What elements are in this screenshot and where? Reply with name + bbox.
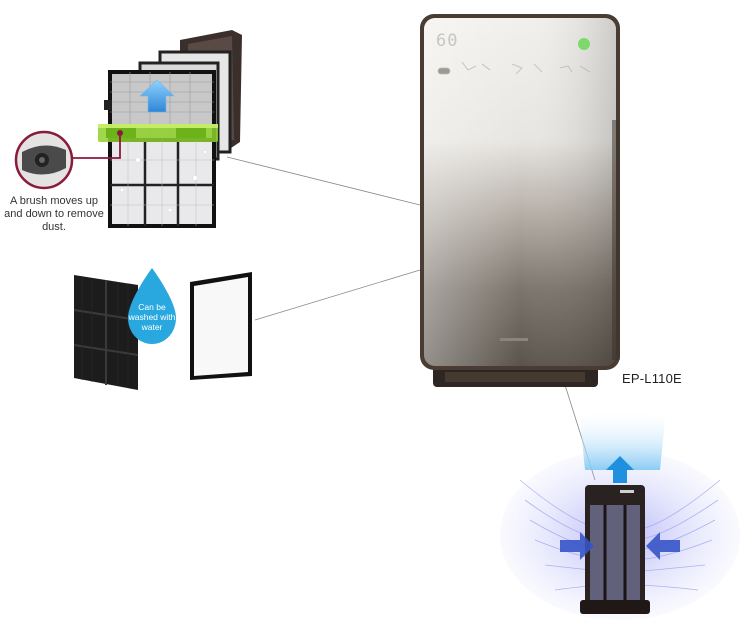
brush-callout (14, 130, 123, 190)
water-drop-icon (128, 268, 176, 344)
brush-callout-text: A brush moves up and down to remove dust… (4, 195, 104, 233)
deodorizing-filter (73, 275, 139, 390)
washable-badge-text: Can be washed with water (128, 302, 176, 332)
display-readout: 60 (436, 31, 459, 51)
prefilter-stack (98, 30, 242, 228)
air-purifier (420, 14, 620, 387)
model-name: EP-L110E (622, 371, 682, 386)
hepa-filter (190, 272, 252, 380)
airflow-illustration (500, 407, 740, 620)
